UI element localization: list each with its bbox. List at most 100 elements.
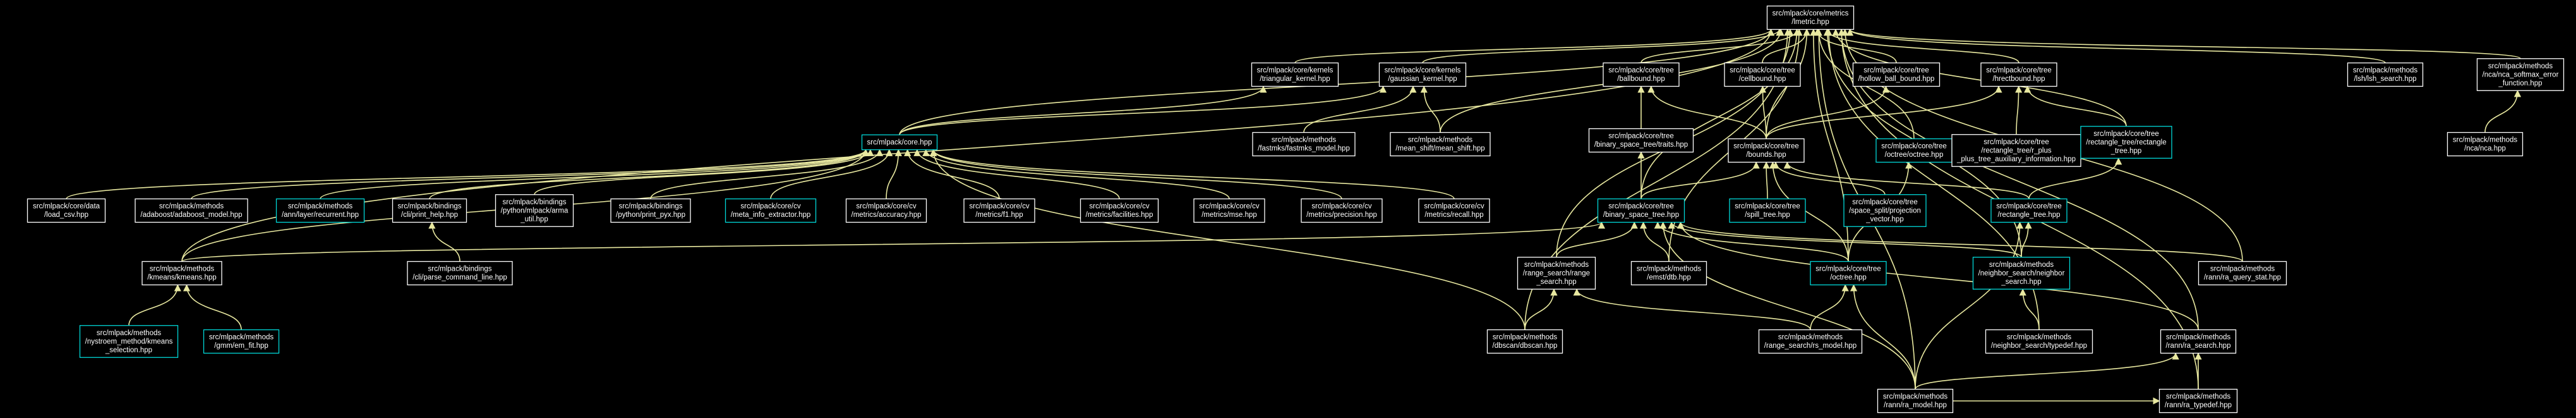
- graph-edge-cli_help-to-core: [429, 149, 869, 199]
- node-label-line: src/mlpack/methods: [159, 203, 224, 211]
- graph-node-meta_info[interactable]: src/mlpack/core/cv/meta_info_extractor.h…: [725, 198, 817, 223]
- node-label-line: /hollow_ball_bound.hpp: [1858, 75, 1935, 83]
- node-label-line: src/mlpack/methods: [1493, 334, 1558, 341]
- node-label-line: src/mlpack/core/cv: [1089, 203, 1149, 211]
- node-box: [407, 261, 513, 286]
- graph-node-hrectb: src/mlpack/core/tree/hrectbound.hpp: [1980, 62, 2057, 87]
- graph-node-nca: src/mlpack/methods/nca/nca.hpp: [2447, 132, 2524, 157]
- graph-node-octree[interactable]: src/mlpack/core/tree/octree.hpp: [1810, 261, 1887, 286]
- graph-node-space_split[interactable]: src/mlpack/core/tree/space_split/project…: [1843, 194, 1927, 227]
- node-box: [1517, 257, 1596, 290]
- node-label-line: /range_search/range: [1523, 269, 1590, 277]
- graph-node-load_csv: src/mlpack/core/data/load_csv.hpp: [27, 198, 106, 223]
- node-label-line: /spill_tree.hpp: [1745, 211, 1790, 219]
- graph-node-bounds: src/mlpack/core/tree/bounds.hpp: [1728, 138, 1805, 163]
- graph-node-nca_sm: src/mlpack/methods/nca/nca_softmax_error…: [2476, 58, 2565, 91]
- graph-node-octree_h[interactable]: src/mlpack/core/tree/octree/octree.hpp: [1875, 138, 1953, 163]
- node-box: [27, 198, 106, 223]
- node-label-line: src/mlpack/core/cv: [1424, 203, 1484, 211]
- graph-node-ns[interactable]: src/mlpack/methods/neighbor_search/neigh…: [1972, 257, 2071, 290]
- graph-node-core[interactable]: src/mlpack/core.hpp: [861, 134, 938, 151]
- graph-edge-core-to-tri: [899, 85, 1267, 135]
- node-label-line: /load_csv.hpp: [44, 211, 88, 219]
- node-label-line: /octree/octree.hpp: [1885, 151, 1944, 159]
- graph-edge-octree-to-bst: [1654, 221, 1849, 262]
- node-label-line: /cli/print_help.hpp: [401, 211, 458, 219]
- node-label-line: /rann/ra_query_stat.hpp: [2204, 274, 2281, 281]
- graph-node-py_pyx: src/mlpack/bindings/python/print_pyx.hpp: [610, 198, 691, 223]
- node-label-line: _search.hpp: [2001, 278, 2041, 286]
- graph-edge-bounds-to-cellb: [1759, 85, 1767, 139]
- node-label-line: /range_search/rs_model.hpp: [1764, 342, 1857, 350]
- node-box: [1852, 62, 1941, 87]
- graph-edge-rs_model-to-octree: [1810, 284, 1849, 330]
- graph-node-rs_model: src/mlpack/methods/range_search/rs_model…: [1758, 329, 1863, 354]
- node-box: [1603, 62, 1680, 87]
- graph-node-recurrent[interactable]: src/mlpack/methods/ann/layer/recurrent.h…: [275, 198, 365, 223]
- node-label-line: /ballbound.hpp: [1617, 75, 1664, 83]
- node-box: [1875, 138, 1953, 163]
- graph-node-tri: src/mlpack/core/kernels/triangular_kerne…: [1251, 62, 1339, 87]
- node-box: [1597, 198, 1685, 223]
- graph-node-gmm[interactable]: src/mlpack/methods/gmm/em_fit.hpp: [203, 329, 280, 354]
- node-box: [1251, 62, 1339, 87]
- graph-node-ra_model: src/mlpack/methods/rann/ra_model.hpp: [1877, 388, 1954, 414]
- node-label-line: src/mlpack/core/cv: [1311, 203, 1371, 211]
- node-label-line: _vector.hpp: [1865, 216, 1903, 223]
- graph-node-spill[interactable]: src/mlpack/core/tree/spill_tree.hpp: [1729, 198, 1806, 223]
- node-label-line: /rann/ra_typedef.hpp: [2165, 402, 2232, 409]
- node-label-line: src/mlpack/core/tree: [1983, 138, 2049, 146]
- graph-edge-nca_sm-to-hrect: [1846, 28, 2521, 59]
- node-label-line: /neighbor_search/typedef.hpp: [1991, 342, 2087, 350]
- node-label-line: /rann/ra_model.hpp: [1884, 402, 1947, 409]
- node-label-line: src/mlpack/core/data: [33, 203, 100, 211]
- node-box: [1418, 198, 1490, 223]
- node-label-line: src/mlpack/methods: [209, 334, 274, 341]
- node-label-line: /lsh/lsh_search.hpp: [2354, 75, 2416, 83]
- graph-edge-py_arma-to-core: [534, 149, 874, 195]
- node-label-line: src/mlpack/bindings: [503, 199, 567, 206]
- node-box: [495, 194, 574, 227]
- graph-edge-octree-to-bounds: [1769, 161, 1849, 262]
- node-label-line: src/mlpack/methods: [2166, 393, 2231, 401]
- node-box: [2158, 388, 2238, 414]
- graph-node-adaboost: src/mlpack/methods/adaboost/adaboost_mod…: [135, 198, 248, 223]
- graph-edge-py_pyx-to-core: [650, 149, 884, 199]
- node-layer: src/mlpack/core/metrics/lmetric.hpp src/m…: [27, 5, 2565, 414]
- graph-edge-meta_info-to-core: [770, 149, 893, 199]
- node-box: [141, 261, 222, 286]
- node-label-line: src/mlpack/core/cv: [969, 203, 1029, 211]
- graph-node-py_arma: src/mlpack/bindings/python/mlpack/arma_u…: [495, 194, 574, 227]
- node-label-line: src/mlpack/bindings: [428, 266, 492, 273]
- node-label-line: src/mlpack/core/tree: [1881, 143, 1947, 151]
- node-box: [1951, 134, 2081, 167]
- graph-node-hrect[interactable]: src/mlpack/core/metrics/lmetric.hpp: [1766, 5, 1855, 30]
- node-box: [275, 198, 365, 223]
- graph-edge-ns_typedef-to-ns: [2019, 288, 2040, 330]
- graph-node-rect_tree[interactable]: src/mlpack/core/tree/rectangle_tree.hpp: [1990, 198, 2067, 223]
- graph-edge-hrectb-to-hrect: [1823, 28, 2019, 63]
- graph-edge-rect_tree-to-rtree_rect: [2028, 157, 2122, 199]
- node-label-line: src/mlpack/methods: [150, 266, 215, 273]
- graph-edge-bounds-to-hrectb: [1766, 85, 2002, 139]
- graph-edge-ra_search-to-bst: [1676, 221, 2199, 330]
- graph-node-prec: src/mlpack/core/cv/metrics/precision.hpp: [1301, 198, 1383, 223]
- node-box: [2347, 62, 2424, 87]
- node-box: [1877, 388, 1954, 414]
- graph-edge-spill-to-bounds: [1762, 161, 1770, 199]
- graph-node-bst[interactable]: src/mlpack/core/tree/binary_space_tree.h…: [1597, 198, 1685, 223]
- node-label-line: src/mlpack/methods: [1989, 261, 2054, 269]
- node-label-line: src/mlpack/core/cv: [856, 203, 916, 211]
- graph-edge-rs_model-to-range_search: [1573, 288, 1811, 330]
- node-label-line: src/mlpack/core/tree: [1608, 67, 1674, 75]
- node-label-line: /dbscan/dbscan.hpp: [1493, 342, 1558, 350]
- graph-edge-dbscan-to-range_search: [1524, 288, 1558, 330]
- graph-node-nystroem[interactable]: src/mlpack/methods/nystroem_method/kmean…: [79, 325, 179, 358]
- graph-edge-facil-to-core: [913, 149, 1120, 199]
- node-label-line: src/mlpack/core/tree: [1733, 143, 1799, 151]
- node-label-line: src/mlpack/core/tree: [1815, 266, 1881, 273]
- graph-node-rtree_rect[interactable]: src/mlpack/core/tree/rectangle_tree/rect…: [2080, 126, 2172, 159]
- node-label-line: /ann/layer/recurrent.hpp: [282, 211, 359, 219]
- graph-edge-prec-to-core: [930, 149, 1342, 199]
- node-label-line: src/mlpack/core/tree: [2093, 130, 2159, 138]
